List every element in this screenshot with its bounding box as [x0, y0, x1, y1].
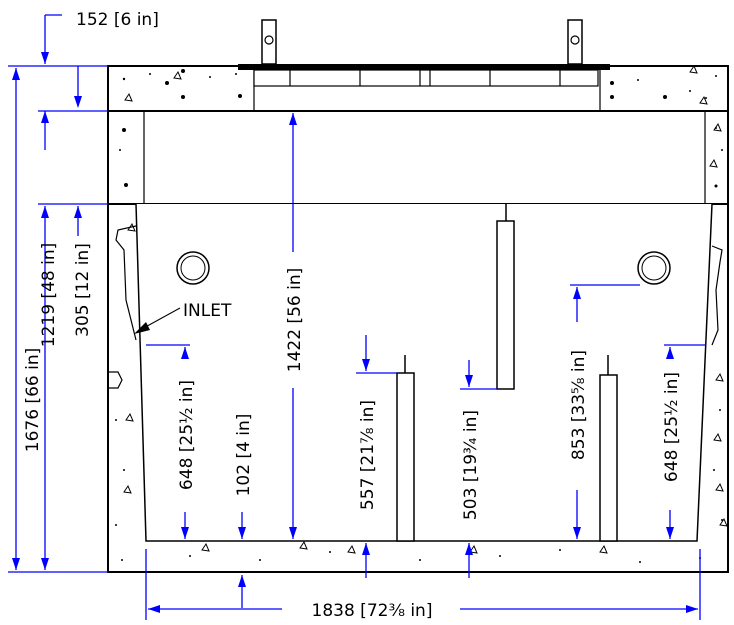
label-lid-thickness: 152 [6 in] [76, 10, 159, 30]
wall-notch [108, 371, 123, 389]
label-upper-section: 305 [12 in] [73, 243, 93, 337]
outlet-pipe-circle [637, 251, 671, 285]
label-inlet: INLET [183, 301, 232, 321]
center-baffle [496, 220, 515, 390]
aggregate-pattern [115, 69, 723, 563]
label-outlet-height: 853 [33⅝ in] [569, 350, 589, 460]
dimension-lines [8, 14, 706, 620]
inlet-opening-left [115, 225, 137, 341]
label-overall-height: 1676 [66 in] [23, 348, 43, 452]
label-inner-height: 1219 [48 in] [39, 243, 59, 347]
label-baffle-height-1: 557 [21⅞ in] [358, 400, 378, 510]
inner-cavity [135, 203, 713, 542]
dimension-labels: 152 [6 in] INLET 1676 [66 in] 1219 [48 i… [23, 10, 682, 621]
left-baffle [396, 372, 415, 542]
inlet-pipe-circle [176, 251, 210, 285]
hatch-plate [238, 64, 610, 70]
label-inside-width: 1838 [72⅜ in] [312, 601, 433, 621]
label-inlet-invert-right: 648 [25½ in] [662, 372, 682, 482]
label-floor-offset: 102 [4 in] [234, 414, 254, 497]
upper-section [107, 110, 729, 205]
label-inlet-invert-left: 648 [25½ in] [177, 380, 197, 490]
concrete-structure [107, 65, 729, 573]
aggregate-triangles [123, 64, 728, 554]
pipe-openings [176, 251, 671, 285]
baffles [396, 203, 618, 542]
inlet-opening-right [711, 245, 723, 346]
label-clear-height: 1422 [56 in] [285, 268, 305, 372]
right-baffle [599, 374, 618, 542]
label-baffle-height-2: 503 [19¾ in] [461, 410, 481, 520]
hatch-frame [253, 69, 599, 87]
access-hatch [238, 19, 610, 87]
